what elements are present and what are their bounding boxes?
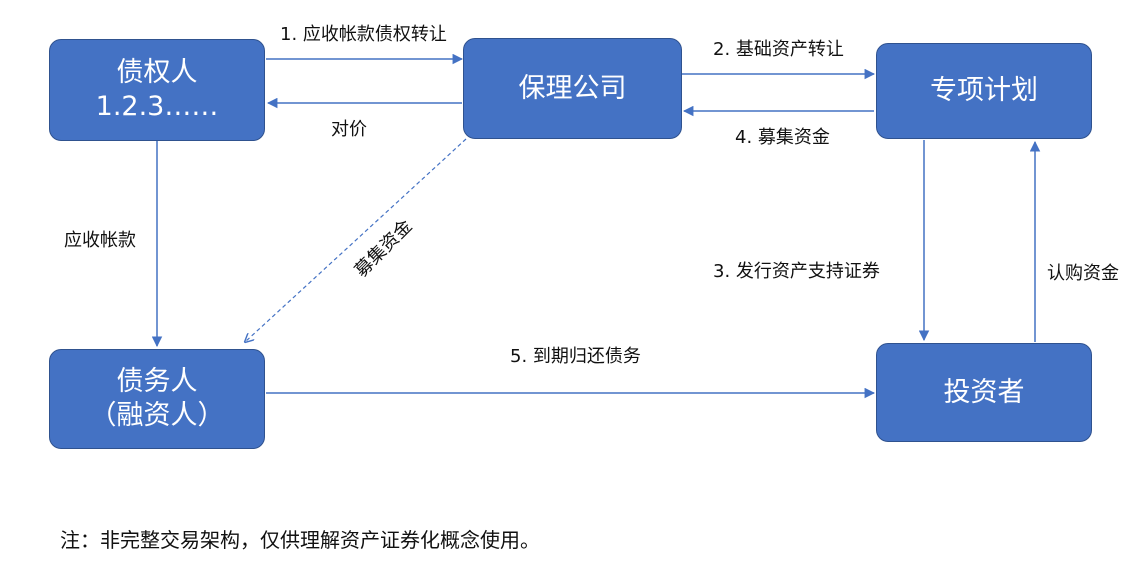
node-factoring-company: 保理公司 [463,38,682,139]
node-factoring-company-label: 保理公司 [518,72,627,104]
node-investor: 投资者 [876,343,1092,442]
node-creditor-subtitle: 1.2.3…… [95,91,219,122]
node-debtor: 债务人 （融资人） [49,349,265,449]
label-raised-funds: 4. 募集资金 [735,127,830,148]
node-special-plan-label: 专项计划 [930,75,1038,106]
node-creditor-title: 债权人 [116,57,198,88]
label-subscription-funds: 认购资金 [1047,263,1119,284]
arrow-factoring-to-debtor-dashed [245,138,467,342]
label-consideration: 对价 [331,119,367,140]
node-debtor-title: 债务人 [116,366,198,397]
label-repay-debt: 5. 到期归还债务 [510,346,641,367]
node-creditor: 债权人 1.2.3…… [49,39,265,141]
node-debtor-subtitle: （融资人） [89,400,225,431]
node-investor-label: 投资者 [943,376,1025,408]
label-receivable: 应收帐款 [64,230,136,251]
label-issue-securities: 3. 发行资产支持证券 [713,261,880,282]
footnote: 注：非完整交易架构，仅供理解资产证券化概念使用。 [60,528,540,552]
label-asset-transfer: 2. 基础资产转让 [713,39,844,60]
node-special-plan: 专项计划 [876,43,1092,139]
label-receivable-transfer: 1. 应收帐款债权转让 [280,24,447,45]
